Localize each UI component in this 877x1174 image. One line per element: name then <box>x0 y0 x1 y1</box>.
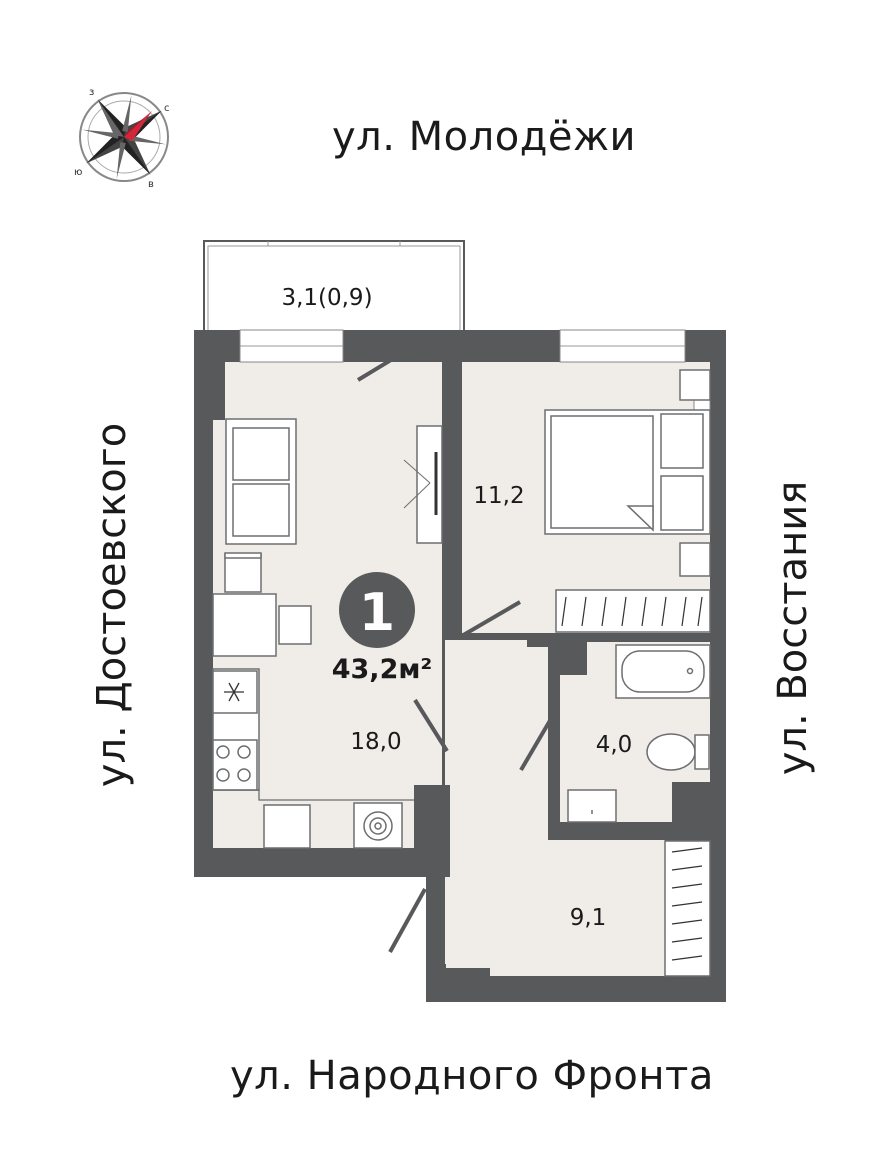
interior-walls <box>213 362 710 976</box>
balcony-area: 3,1(0,9) <box>281 285 372 311</box>
counter-edge <box>213 789 414 801</box>
wardrobe <box>555 589 711 633</box>
rooms-badge: 1 <box>339 572 415 648</box>
bedroom-furniture <box>544 369 711 633</box>
hall-floor <box>445 640 665 976</box>
kitchen-living-area: 18,0 <box>350 729 401 755</box>
nightstand-top <box>679 369 711 401</box>
compass-north-letter: с <box>164 103 170 114</box>
hall-wardrobe <box>664 840 711 977</box>
street-label-top: ул. Молодёжи <box>332 114 636 160</box>
compass-west-letter: з <box>89 87 94 98</box>
hall-area: 9,1 <box>570 905 607 931</box>
toilet-icon <box>646 733 710 771</box>
chair <box>278 605 312 645</box>
snowflake-icon <box>224 682 244 702</box>
compass-south-letter: ю <box>74 167 82 178</box>
bathroom-area: 4,0 <box>596 732 633 758</box>
dining-table <box>212 593 277 657</box>
total-area: 43,2м² <box>332 654 433 685</box>
compass-needle-icon <box>124 111 152 141</box>
bedroom-area: 11,2 <box>473 483 524 509</box>
compass-east-letter: в <box>148 179 154 190</box>
compass-rose-icon: з с ю в <box>74 87 170 190</box>
nightstand-bottom <box>679 542 711 577</box>
armchair <box>224 553 262 593</box>
sofa <box>225 418 297 545</box>
kitchen-living-furniture <box>212 418 443 849</box>
kitchen-sink-icon <box>263 804 311 849</box>
rooms-count: 1 <box>359 583 395 643</box>
doors <box>356 344 557 953</box>
bathroom-fixtures <box>567 644 711 823</box>
balcony <box>203 240 465 332</box>
tv-stand <box>416 425 443 544</box>
bathroom-sink-icon <box>567 789 617 823</box>
street-label-bottom: ул. Народного Фронта <box>230 1053 714 1099</box>
wardrobe-hangers <box>561 596 703 627</box>
